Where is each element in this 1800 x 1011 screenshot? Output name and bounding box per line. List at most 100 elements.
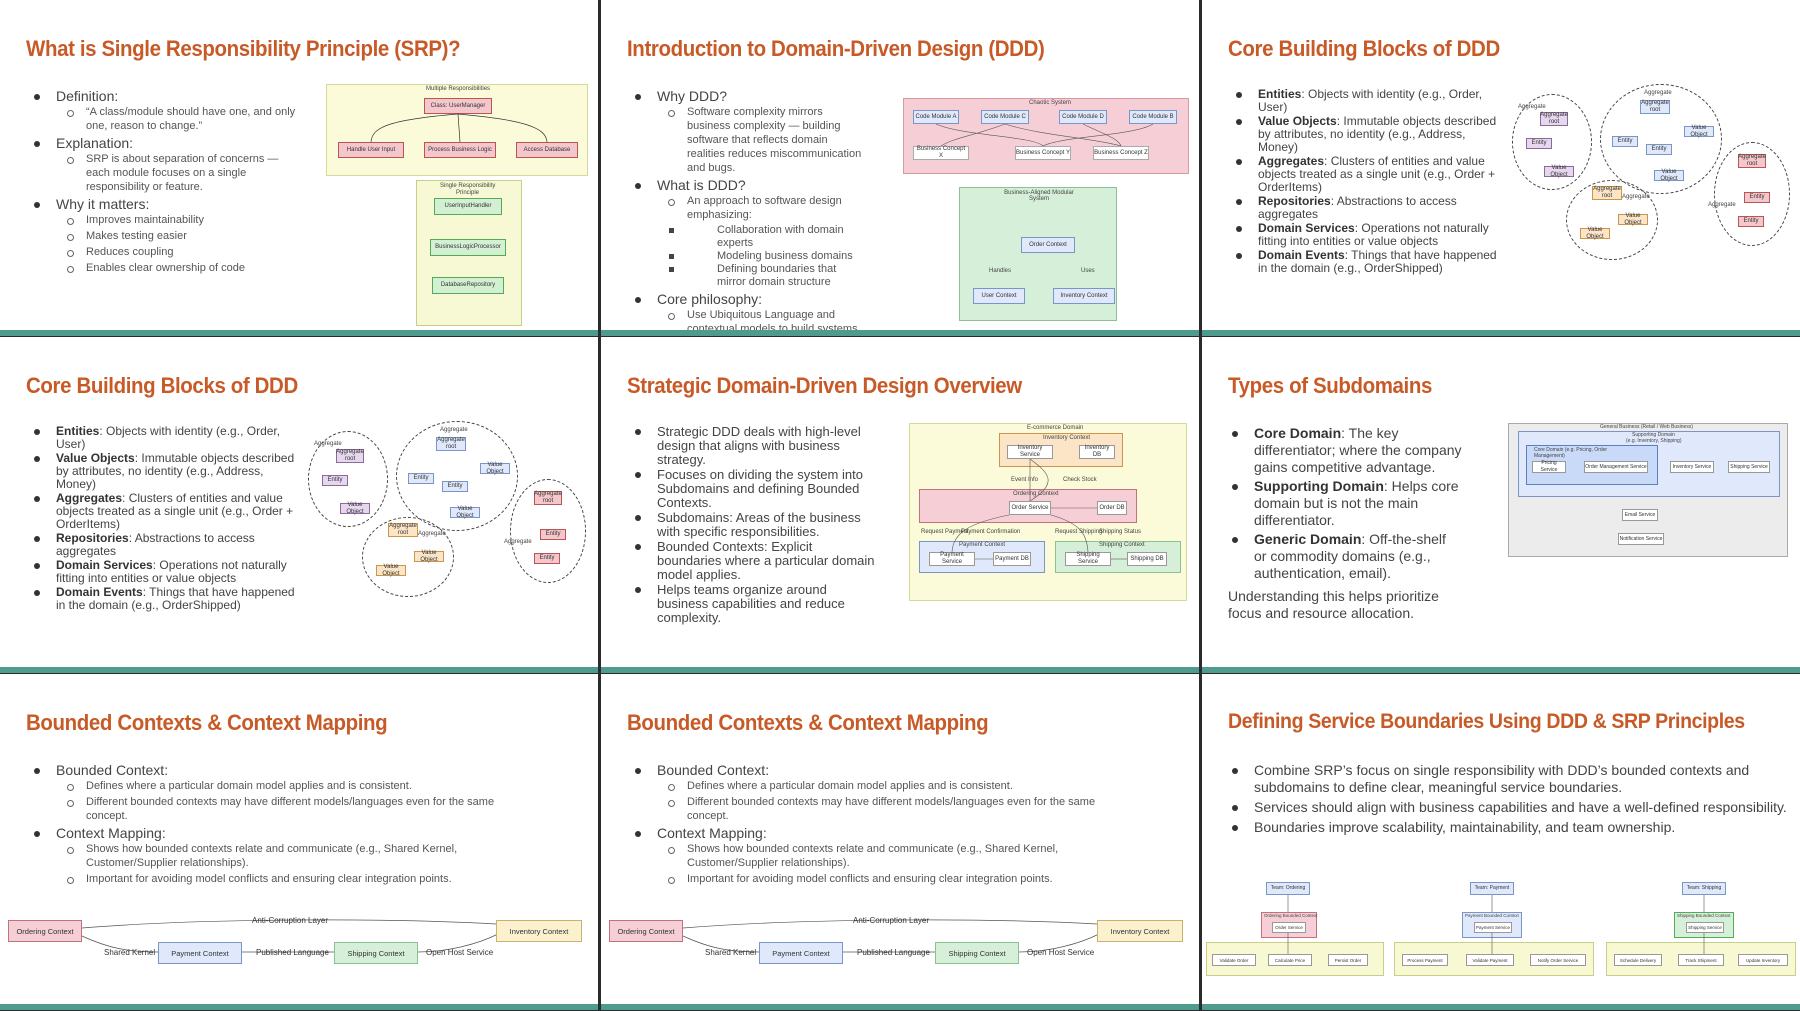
service-boundaries-diagram: Team: Ordering Ordering Bounded Context … (1204, 878, 1798, 1000)
notification-service-box: Notification Service (1618, 533, 1664, 545)
bullet: Explanation: SRP is about separation of … (30, 135, 300, 194)
area-label: Inventory Context (1043, 435, 1091, 441)
aggregate-root-box: Aggregate root (1592, 186, 1622, 200)
slide-title: Core Building Blocks of DDD (26, 373, 298, 398)
sub-bullet: SRP is about separation of concerns — ea… (56, 152, 300, 194)
operation-box: Validate Payment (1466, 954, 1514, 966)
term: Supporting Domain (1254, 478, 1384, 494)
aggregate-circle (1714, 142, 1790, 246)
bullet-label: What is DDD? (657, 177, 746, 193)
bullet: Entities: Objects with identity (e.g., O… (30, 425, 296, 451)
bullet: Domain Services: Operations not naturall… (1232, 222, 1498, 248)
connector-lines (81, 919, 499, 953)
slide-bounded-contexts-2[interactable]: Bounded Contexts & Context Mapping Bound… (601, 674, 1199, 1010)
bullet: Combine SRP’s focus on single responsibi… (1228, 762, 1788, 796)
aggregate-root-box: Aggregate root (1540, 112, 1568, 126)
operation-box: Schedule Delivery (1614, 954, 1662, 966)
edge-label: Anti-Corruption Layer (252, 916, 329, 925)
bullet: Boundaries improve scalability, maintain… (1228, 819, 1788, 836)
bullet: Domain Services: Operations not naturall… (30, 559, 296, 585)
operation-box: Update Inventory (1738, 954, 1788, 966)
area-label: Single Responsibility (440, 183, 496, 189)
user-manager-box: Class: UserManager (424, 98, 492, 114)
inventory-service-box: Inventory Service (1670, 461, 1714, 473)
slide-title: Core Building Blocks of DDD (1228, 36, 1500, 61)
area-label: (e.g. Inventory, Shipping) (1626, 438, 1682, 444)
area-label: E-commerce Domain (1027, 425, 1084, 431)
term: Core Domain (1254, 425, 1342, 441)
definition: : Clusters of entities and value objects… (56, 491, 294, 531)
bullet-label: Why it matters: (56, 196, 150, 212)
slide-body: Core Domain: The key differentiator; whe… (1228, 425, 1462, 622)
aggregate-label: Aggregate (1518, 104, 1546, 110)
edge-label: Shared Kernel (104, 948, 156, 957)
aggregate-label: Aggregate (418, 531, 446, 537)
bullet-label: Context Mapping: (657, 825, 767, 841)
definition: : Abstractions to access aggregates (1258, 194, 1457, 221)
bullet: What is DDD? An approach to software des… (631, 177, 867, 289)
slide-strategic-ddd[interactable]: Strategic Domain-Driven Design Overview … (601, 337, 1199, 673)
slide-service-boundaries[interactable]: Defining Service Boundaries Using DDD & … (1202, 674, 1800, 1010)
bullet: Supporting Domain: Helps core domain but… (1228, 478, 1462, 529)
definition: : Abstractions to access aggregates (56, 531, 255, 558)
term: Repositories (56, 531, 129, 545)
definition: : Objects with identity (e.g., Order, Us… (56, 424, 281, 451)
operation-box: Persist Order (1328, 954, 1368, 966)
bullet: Context Mapping: Shows how bounded conte… (631, 825, 1171, 886)
bullet: Focuses on dividing the system into Subd… (631, 468, 875, 510)
edge-label: Event Info (1011, 477, 1039, 483)
bullet-label: Bounded Context: (657, 762, 770, 778)
slide-srp[interactable]: What is Single Responsibility Principle … (0, 0, 598, 336)
edge-label: Request Payment (921, 529, 969, 535)
slide-body: Strategic DDD deals with high-level desi… (631, 425, 875, 626)
value-object-box: Value Object (1684, 125, 1714, 138)
shipping-db-box: Shipping DB (1127, 552, 1167, 566)
value-object-box: Value Object (1618, 213, 1648, 226)
bullet-label: Core philosophy: (657, 291, 763, 307)
edge-label: Open Host Service (426, 948, 494, 957)
order-context-box: Order Context (1021, 237, 1075, 253)
user-context-box: User Context (973, 288, 1025, 304)
term: Domain Events (1258, 248, 1345, 262)
sub-bullet: Different bounded contexts may have diff… (657, 795, 1137, 823)
bullet: Domain Events: Things that have happened… (1232, 249, 1498, 275)
edge-label: Payment Confirmation (961, 529, 1021, 535)
service-box: Payment Service (1474, 922, 1512, 933)
term: Value Objects (1258, 114, 1337, 128)
bullet: Generic Domain: Off-the-shelf or commodi… (1228, 531, 1462, 582)
aggregate-circle (510, 479, 586, 583)
code-module-box: Code Module B (1129, 110, 1177, 124)
area-label: Shipping Context (1099, 542, 1145, 548)
definition: : Objects with identity (e.g., Order, Us… (1258, 87, 1483, 114)
area-label: Ordering Context (1013, 491, 1059, 497)
slide-title: Strategic Domain-Driven Design Overview (627, 373, 1022, 398)
slide-ddd-blocks[interactable]: Core Building Blocks of DDD Entities: Ob… (1202, 0, 1800, 336)
aggregate-label: Aggregate (1622, 194, 1650, 200)
responsibility-box: Process Business Logic (424, 142, 496, 158)
ddd-diagram: Chaotic System Code Module A Code Module… (903, 96, 1193, 330)
definition: : Things that have happened in the domai… (1258, 248, 1497, 275)
term: Repositories (1258, 194, 1331, 208)
slide-ddd-blocks-2[interactable]: Core Building Blocks of DDD Entities: Ob… (0, 337, 598, 673)
term: Domain Events (56, 585, 143, 599)
definition: : Off-the-shelf or commodity domains (e.… (1254, 531, 1446, 581)
team-box: Team: Shipping (1682, 882, 1726, 895)
ordering-context-box: Ordering Context (609, 920, 683, 942)
bullet: Context Mapping: Shows how bounded conte… (30, 825, 570, 886)
responsibility-box: Access Database (516, 142, 578, 158)
concept-box: Business Concept Z (1093, 146, 1149, 160)
shipping-service-box: Shipping Service (1065, 552, 1111, 566)
slide-ddd-intro[interactable]: Introduction to Domain-Driven Design (DD… (601, 0, 1199, 336)
aggregate-label: Aggregate (314, 441, 342, 447)
area-label: Ordering Bounded Context (1264, 913, 1318, 918)
inventory-context-box: Inventory Context (1097, 920, 1183, 942)
operation-box: Calculate Price (1268, 954, 1312, 966)
payment-context-box: Payment Context (158, 942, 242, 964)
bullet: Why DDD? Software complexity mirrors bus… (631, 88, 867, 175)
bullet-label: Why DDD? (657, 88, 728, 104)
slide-subdomains[interactable]: Types of Subdomains Core Domain: The key… (1202, 337, 1800, 673)
definition: : Things that have happened in the domai… (56, 585, 295, 612)
slide-bounded-contexts[interactable]: Bounded Contexts & Context Mapping Bound… (0, 674, 598, 1010)
edge-label: Shared Kernel (705, 948, 757, 957)
aggregate-circle (1600, 84, 1722, 194)
